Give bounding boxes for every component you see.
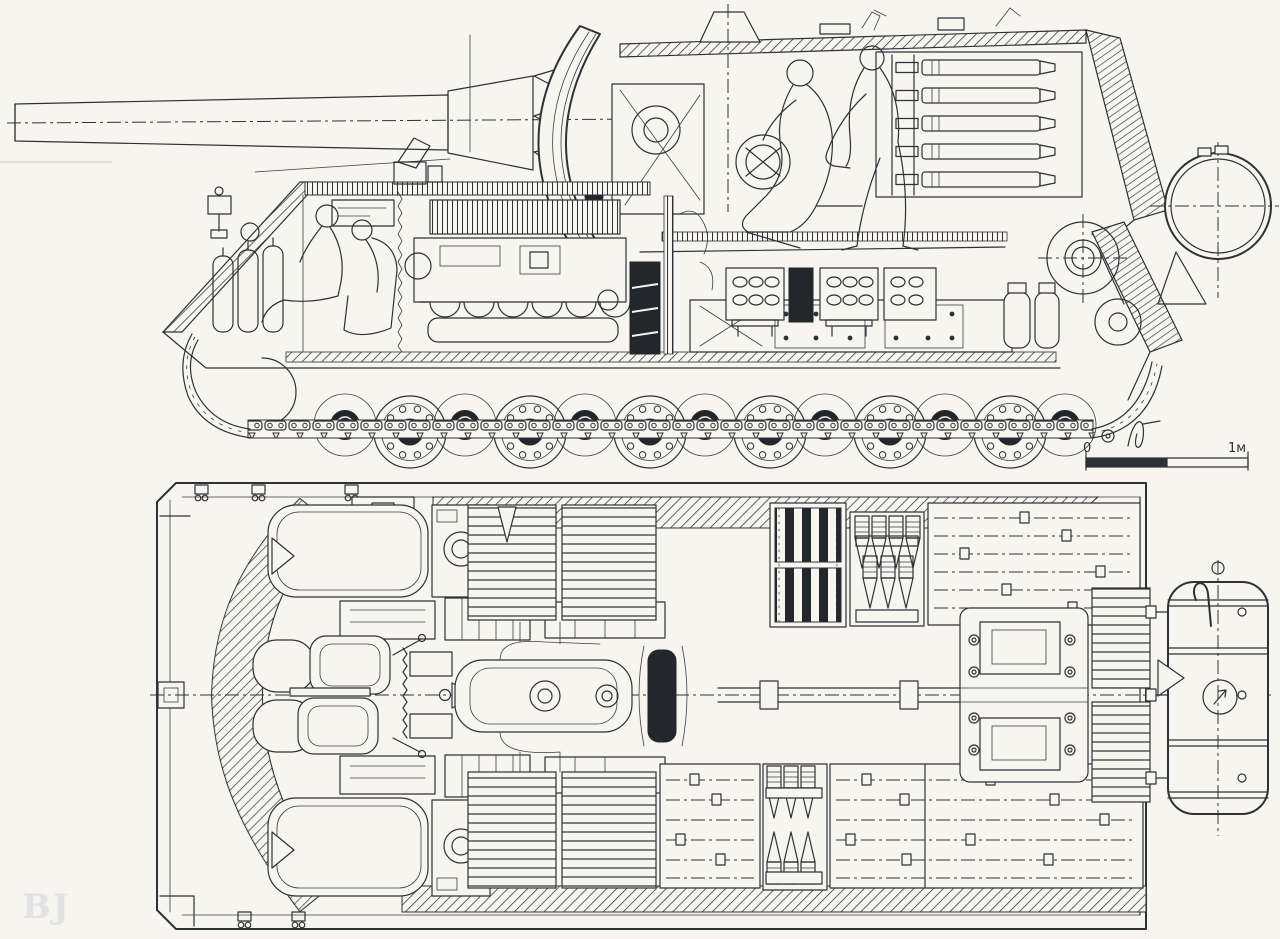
rear-transmission <box>1003 214 1142 349</box>
engine-side <box>404 195 714 355</box>
driver-figures <box>261 204 398 336</box>
driver-compartment <box>207 137 443 353</box>
watermark-initials: BJ <box>22 887 71 927</box>
scale-bar: 0 1м <box>1083 441 1249 471</box>
turret-ammo-rack <box>875 51 1083 198</box>
shell-rack-top <box>849 511 925 627</box>
radiators-top <box>467 504 657 621</box>
loader-figure <box>825 45 919 251</box>
fighting-compartment <box>689 267 1013 353</box>
floor-panel-bottom-left <box>659 763 761 889</box>
scale-bar-right-segment <box>1166 457 1249 468</box>
signature-mark <box>1101 420 1161 448</box>
side-cutaway-view: 0 1м <box>6 4 1279 471</box>
bow-fuel-tank-top <box>267 504 429 598</box>
headlight <box>207 186 232 239</box>
scale-one-meter-label: 1м <box>1228 441 1246 456</box>
rear-fuel-drum <box>1150 142 1279 305</box>
bow-fuel-tank-bottom <box>267 797 429 897</box>
gunner-figure <box>735 59 863 249</box>
hull <box>161 181 1183 401</box>
scale-bar-left-segment <box>1085 457 1168 468</box>
floor-panel-bottom-right <box>829 763 1144 889</box>
track-link-rack-top <box>769 502 847 628</box>
engine-plan <box>409 621 688 773</box>
top-plan-view <box>150 482 1275 930</box>
instrument-panel <box>331 199 395 227</box>
external-drum-plan <box>1145 560 1269 836</box>
radiators-bottom <box>467 771 657 889</box>
track <box>182 333 1163 439</box>
air-bottles <box>212 222 284 333</box>
driver-periscope <box>393 137 443 185</box>
transmission-plan <box>717 587 1151 803</box>
scale-zero-label: 0 <box>1083 441 1091 456</box>
turret <box>611 4 1169 253</box>
ammo-bin-holes <box>732 276 924 306</box>
crew-seats <box>252 633 427 759</box>
shell-rack-bottom <box>762 763 828 891</box>
